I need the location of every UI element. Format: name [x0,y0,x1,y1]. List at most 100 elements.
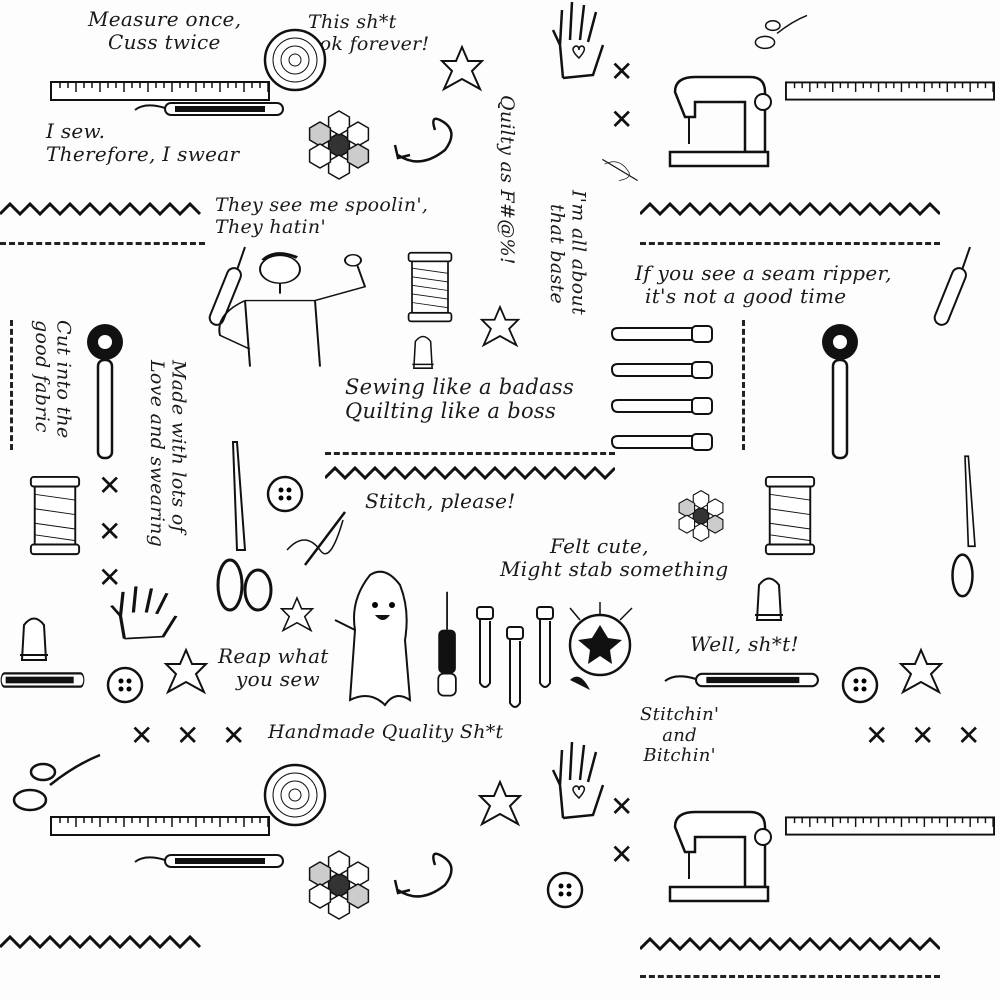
text-line: Bitchin' [643,745,716,767]
button-icon [105,665,145,705]
scissors-icon [950,440,1000,615]
cross-mark: ✕ [176,719,200,752]
scissors-icon [215,440,275,615]
text-line: I'm all about [567,190,590,316]
thread-spool-icon [755,475,825,557]
seam-ripper-icon [0,670,85,690]
text-line: Cuss twice [108,30,221,54]
dashed-stitch-line [742,320,745,450]
hand-heart-icon [105,585,185,640]
phrase-well: Well, sh*t! [690,632,799,656]
phrase-i-sew: I sew.Therefore, I swear [46,120,239,166]
safety-pins-icon [475,605,560,708]
tape-roll-icon [262,760,328,830]
hexagon-quilt-icon [298,90,380,200]
thread-spool-icon [400,250,460,325]
woman-flexing-icon [205,245,395,370]
rotary-cutter-icon [820,320,860,460]
seam-ripper-icon [134,852,285,870]
text-line: Might stab something [500,557,729,581]
tape-roll-icon [262,25,328,95]
zigzag-stitch [325,466,615,480]
dashed-stitch-line [325,452,615,455]
text-line: Love and swearing [145,360,168,548]
phrase-felt-cute: Felt cute,Might stab something [500,535,728,581]
safety-pins-icon [610,320,715,460]
phrase-measure-once: Measure once,Cuss twice [88,8,241,54]
seam-ripper-icon [930,245,975,327]
dashed-stitch-line [0,242,205,245]
text-line: good fabric [30,320,53,433]
pincushion-icon [560,600,640,700]
tape-measure-icon [785,815,995,837]
cross-mark: ✕ [130,719,154,752]
star-icon [160,647,212,696]
cross-mark: ✕ [610,790,634,823]
ghost-icon [330,560,430,710]
cross-mark: ✕ [957,719,981,752]
rotary-cutter-icon [85,320,125,460]
sewing-machine-icon [665,807,772,915]
text-line: Sewing like a badass [345,375,575,399]
hexagon-quilt-icon [660,475,742,557]
text-line: This sh*t [308,11,397,33]
phrase-seam-ripper: If you see a seam ripper,it's not a good… [635,262,892,308]
seam-ripper-icon [134,100,285,118]
thimble-icon [745,570,793,625]
embroidery-scissors-icon [5,750,105,812]
embroidery-scissors-icon [750,0,810,62]
cross-mark: ✕ [610,55,634,88]
tape-measure-icon [785,80,995,102]
cross-mark: ✕ [610,838,634,871]
seam-ripper-icon [205,245,250,327]
dashed-stitch-line [640,975,940,978]
star-icon [479,304,521,349]
phrase-quilty: Quilty as F#@%! [495,95,518,265]
awl-tool-icon [430,590,465,700]
text-line: They hatin' [215,215,326,238]
zigzag-stitch [0,202,202,216]
star-icon [477,779,523,828]
star-icon [439,44,485,93]
dashed-stitch-line [10,320,13,450]
button-icon [840,665,880,705]
thimble-icon [10,610,58,665]
star-icon [895,647,947,696]
text-line: If you see a seam ripper, [635,261,892,285]
zigzag-stitch [640,202,940,216]
hexagon-quilt-icon [298,830,380,940]
hand-heart-icon [548,0,610,80]
phrase-stitch-please: Stitch, please! [365,489,516,513]
phrase-spoolin: They see me spoolin',They hatin' [215,194,428,239]
hand-heart-icon [548,740,610,820]
seam-ripper-icon [664,670,820,690]
cross-mark: ✕ [98,561,122,594]
text-line: Felt cute, [550,534,649,558]
dashed-stitch-line [640,242,940,245]
text-line: that baste [545,204,568,304]
text-line: Quilting like a boss [345,399,557,424]
text-line: took forever! [300,32,430,55]
thimble-icon [405,330,441,372]
text-line: Reap what [218,644,329,668]
cross-mark: ✕ [610,103,634,136]
button-icon [265,474,305,514]
text-line: and [662,724,697,746]
text-line: Measure once, [88,7,242,31]
tape-measure-icon [50,80,270,102]
thread-spool-icon [20,475,90,557]
text-line: Cut into the [52,320,75,439]
text-line: you sew [236,667,320,691]
tape-measure-icon [50,815,270,837]
cross-mark: ✕ [911,719,935,752]
zigzag-stitch [640,937,940,951]
text-line: it's not a good time [645,284,847,308]
cross-mark: ✕ [98,469,122,502]
sewing-machine-icon [665,72,772,180]
